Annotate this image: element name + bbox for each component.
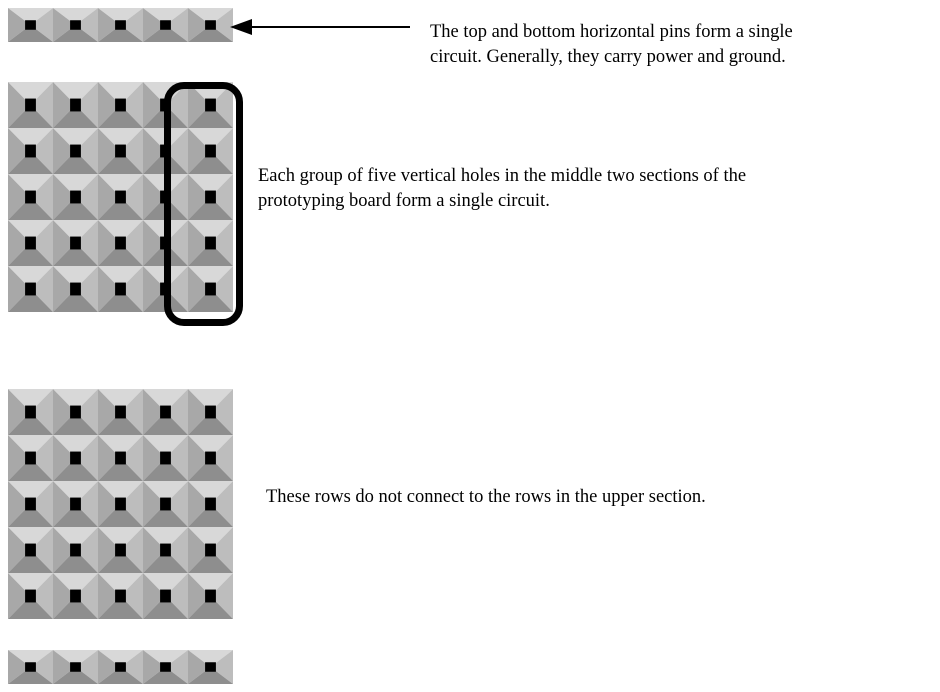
breadboard-hole bbox=[188, 128, 233, 174]
breadboard-hole bbox=[53, 573, 98, 619]
breadboard-hole bbox=[53, 650, 98, 684]
breadboard-hole bbox=[188, 266, 233, 312]
breadboard-hole bbox=[53, 82, 98, 128]
breadboard-hole bbox=[188, 481, 233, 527]
breadboard-hole bbox=[143, 8, 188, 42]
breadboard-hole bbox=[143, 389, 188, 435]
breadboard-hole bbox=[8, 128, 53, 174]
breadboard-hole bbox=[143, 573, 188, 619]
breadboard-hole bbox=[188, 573, 233, 619]
breadboard-hole bbox=[98, 174, 143, 220]
breadboard-hole bbox=[98, 481, 143, 527]
breadboard-hole bbox=[188, 650, 233, 684]
breadboard-hole bbox=[143, 481, 188, 527]
breadboard-hole bbox=[143, 435, 188, 481]
lower-section-block bbox=[8, 389, 233, 619]
breadboard-hole bbox=[98, 128, 143, 174]
column-highlight-outline bbox=[164, 82, 243, 326]
breadboard-hole bbox=[98, 573, 143, 619]
columns-note-line1: Each group of five vertical holes in the… bbox=[258, 166, 747, 186]
breadboard-hole bbox=[53, 481, 98, 527]
breadboard-hole bbox=[8, 220, 53, 266]
breadboard-hole bbox=[98, 435, 143, 481]
columns-note-line2: prototyping board form a single circuit. bbox=[258, 191, 550, 211]
rails-note-line1: The top and bottom horizontal pins form … bbox=[430, 22, 793, 42]
breadboard-hole bbox=[188, 435, 233, 481]
breadboard-hole bbox=[53, 266, 98, 312]
breadboard-hole bbox=[8, 650, 53, 684]
breadboard-hole bbox=[8, 389, 53, 435]
breadboard-hole bbox=[53, 8, 98, 42]
breadboard-hole bbox=[188, 220, 233, 266]
breadboard-hole bbox=[188, 8, 233, 42]
breadboard-hole bbox=[98, 389, 143, 435]
breadboard-hole bbox=[98, 266, 143, 312]
breadboard-hole bbox=[98, 650, 143, 684]
breadboard-hole bbox=[98, 8, 143, 42]
top-rail-strip bbox=[8, 8, 233, 42]
breadboard-hole bbox=[53, 174, 98, 220]
bottom-rail-strip bbox=[8, 650, 233, 684]
breadboard-hole bbox=[53, 220, 98, 266]
breadboard-hole bbox=[53, 527, 98, 573]
breadboard-hole bbox=[53, 435, 98, 481]
breadboard-hole bbox=[8, 481, 53, 527]
breadboard-hole bbox=[143, 527, 188, 573]
breadboard-hole bbox=[8, 573, 53, 619]
breadboard-hole bbox=[8, 82, 53, 128]
breadboard-hole bbox=[8, 435, 53, 481]
breadboard-hole bbox=[53, 128, 98, 174]
breadboard-hole bbox=[98, 82, 143, 128]
breadboard-hole bbox=[8, 527, 53, 573]
breadboard-hole bbox=[8, 8, 53, 42]
breadboard-hole bbox=[188, 174, 233, 220]
breadboard-hole bbox=[8, 174, 53, 220]
breadboard-hole bbox=[98, 220, 143, 266]
sections-note: These rows do not connect to the rows in… bbox=[266, 487, 706, 507]
breadboard-hole bbox=[98, 527, 143, 573]
breadboard-hole bbox=[188, 389, 233, 435]
breadboard-hole bbox=[188, 527, 233, 573]
rails-note-line2: circuit. Generally, they carry power and… bbox=[430, 47, 786, 67]
rail-arrow bbox=[230, 19, 410, 35]
breadboard-hole bbox=[143, 650, 188, 684]
breadboard-hole bbox=[8, 266, 53, 312]
breadboard-hole bbox=[53, 389, 98, 435]
